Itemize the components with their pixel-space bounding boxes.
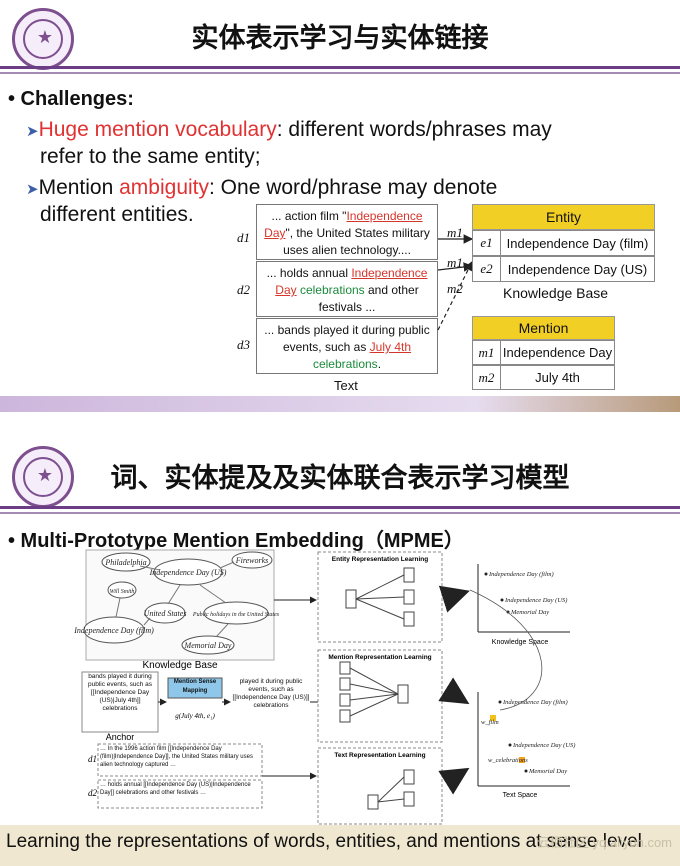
- ks-point-0: Independence Day (film): [488, 571, 554, 578]
- slide-mpme: ★ 词、实体提及及实体联合表示学习模型 • Multi-Prototype Me…: [0, 440, 680, 866]
- challenge-line-2: refer to the same entity;: [40, 145, 261, 168]
- university-logo: ★: [12, 8, 74, 70]
- mpme-heading: • Multi-Prototype Mention Embedding（MPME…: [8, 530, 464, 552]
- ts-point-4: Memorial Day: [528, 768, 567, 775]
- bottom-banner: [0, 396, 680, 412]
- ks-point-1: Independence Day (US): [504, 597, 567, 604]
- kb-node-4: United States: [144, 609, 187, 618]
- panel-title-mention: Mention Representation Learning: [328, 654, 431, 661]
- sense-mapping-box: Mention Sense Mapping: [173, 679, 217, 694]
- ts-point-0: Independence Day (film): [502, 699, 568, 706]
- link-label-m1b: m1: [447, 255, 463, 270]
- kb-label: Knowledge Base: [142, 660, 217, 671]
- slide-gap: [0, 412, 680, 440]
- challenge-line-1: ➤Huge mention vocabulary: different word…: [26, 118, 552, 141]
- sense-formula: g(July 4th, e₁): [175, 712, 215, 720]
- doc-label-d1: d1: [237, 230, 250, 245]
- doc-label-d2: d2: [237, 282, 250, 297]
- slide-entity-linking: ★ 实体表示学习与实体链接 • Challenges: ➤Huge mentio…: [0, 0, 680, 412]
- entity-table-header: Entity: [472, 204, 655, 230]
- star-icon: ★: [36, 27, 54, 48]
- ts-point-2: Independence Day (US): [512, 742, 575, 749]
- d1-label: d1: [88, 754, 97, 764]
- title-rule-thin: [0, 512, 680, 514]
- kb-node-6: Memorial Day: [184, 641, 232, 650]
- mention-table-header: Mention: [472, 316, 615, 340]
- link-label-m1a: m1: [447, 225, 463, 240]
- ts-point-1: w_film: [481, 719, 499, 726]
- challenges-heading: • Challenges:: [8, 88, 134, 110]
- challenge-line-4: different entities.: [40, 203, 194, 226]
- slide2-title: 词、实体提及及实体联合表示学习模型: [110, 463, 570, 494]
- ks-point-2: Memorial Day: [510, 609, 549, 616]
- anchor-text: bands played it during public events, su…: [88, 673, 152, 712]
- panel-title-entity: Entity Representation Learning: [332, 556, 428, 563]
- kb-node-2: Fireworks: [235, 556, 269, 565]
- slide2-caption: Learning the representations of words, e…: [0, 825, 680, 866]
- knowledge-base-label: Knowledge Base: [503, 285, 609, 301]
- ts-label: Text Space: [503, 792, 538, 799]
- arrow-bullet-icon: ➤: [26, 181, 39, 198]
- kb-node-7: Will Smith: [110, 589, 135, 595]
- doc-label-d3: d3: [237, 337, 250, 352]
- d2-label: d2: [88, 788, 98, 798]
- doc-d3: ... bands played it during public events…: [256, 318, 438, 374]
- ts-point-3: w_celebrations: [488, 757, 528, 764]
- link-label-m2: m2: [447, 281, 463, 296]
- kb-node-0: Philadelphia: [104, 558, 146, 567]
- panel-title-text: Text Representation Learning: [334, 752, 425, 759]
- doc-d1: ... action film "Independence Day", the …: [256, 204, 438, 260]
- watermark: 云栖社区 yq.aliyun.com: [536, 835, 672, 850]
- kb-node-5: Public holidays in the United States: [192, 612, 280, 618]
- mapped-text: played it during public events, such as …: [232, 678, 310, 709]
- d1-text: … In the 1996 action film [[Independence…: [100, 746, 253, 768]
- arrow-bullet-icon: ➤: [26, 123, 39, 140]
- mpme-diagram: Philadelphia Independence Day (US) Firew…: [73, 549, 575, 825]
- kb-node-3: Independence Day (film): [73, 626, 154, 635]
- anchor-label: Anchor: [106, 732, 135, 742]
- title-rule: [0, 66, 680, 69]
- title-rule-thin: [0, 72, 680, 74]
- challenge-line-3: ➤Mention ambiguity: One word/phrase may …: [26, 176, 498, 199]
- slide1-title: 实体表示学习与实体链接: [191, 23, 489, 54]
- star-icon: ★: [36, 465, 54, 486]
- d2-text: … holds annual [[Independence Day (US)|I…: [100, 782, 251, 796]
- ks-label: Knowledge Space: [492, 639, 549, 646]
- text-label: Text: [334, 378, 358, 393]
- title-rule: [0, 506, 680, 509]
- doc-d2: ... holds annual Independence Day celebr…: [256, 261, 438, 317]
- kb-node-1: Independence Day (US): [149, 568, 227, 577]
- mention-link-arrows: [437, 234, 474, 331]
